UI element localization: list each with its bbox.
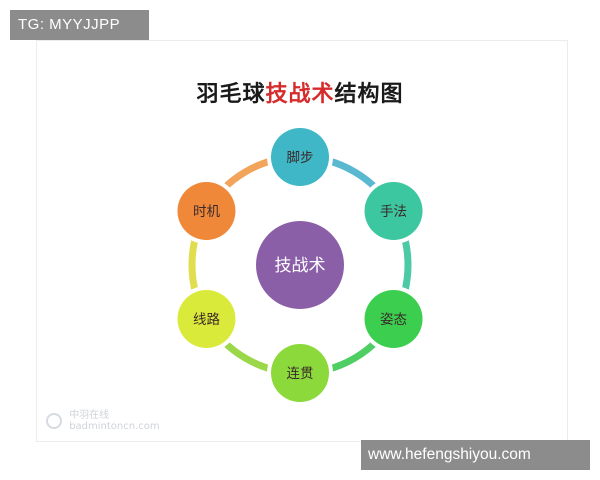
node-circle (271, 344, 329, 402)
title-prefix: 羽毛球 (196, 82, 266, 107)
top-left-tag: TG: MYYJJPP (10, 10, 149, 40)
node-label: 线路 (193, 312, 220, 328)
node-continuity: 连贯 (267, 340, 333, 406)
center-node: 技战术 (256, 221, 344, 309)
node-label: 时机 (193, 204, 220, 220)
bottom-right-tag: www.hefengshiyou.com (361, 440, 590, 470)
watermark: 中羽在线 badmintoncn.com (46, 410, 160, 432)
node-circle (364, 290, 423, 348)
watermark-logo-icon (46, 413, 62, 429)
node-circle (177, 290, 236, 348)
watermark-line1: 中羽在线 (69, 410, 110, 421)
node-timing: 时机 (173, 178, 240, 244)
center-label: 技战术 (275, 256, 326, 276)
node-circle (364, 182, 423, 240)
node-footwork: 脚步 (267, 124, 333, 190)
diagram-title: 羽毛球技战术结构图 (0, 76, 600, 108)
node-posture: 姿态 (360, 286, 427, 352)
node-circle (271, 128, 329, 186)
node-label: 脚步 (287, 150, 314, 166)
title-suffix: 结构图 (334, 82, 404, 107)
node-label: 姿态 (380, 312, 407, 328)
center-circle (256, 221, 344, 309)
title-highlight: 技战术 (265, 82, 335, 107)
node-technique: 手法 (360, 178, 427, 244)
node-route: 线路 (173, 286, 240, 352)
watermark-line2: badmintoncn.com (69, 421, 160, 432)
node-label: 连贯 (287, 366, 314, 382)
node-label: 手法 (380, 204, 407, 220)
node-circle (177, 182, 236, 240)
